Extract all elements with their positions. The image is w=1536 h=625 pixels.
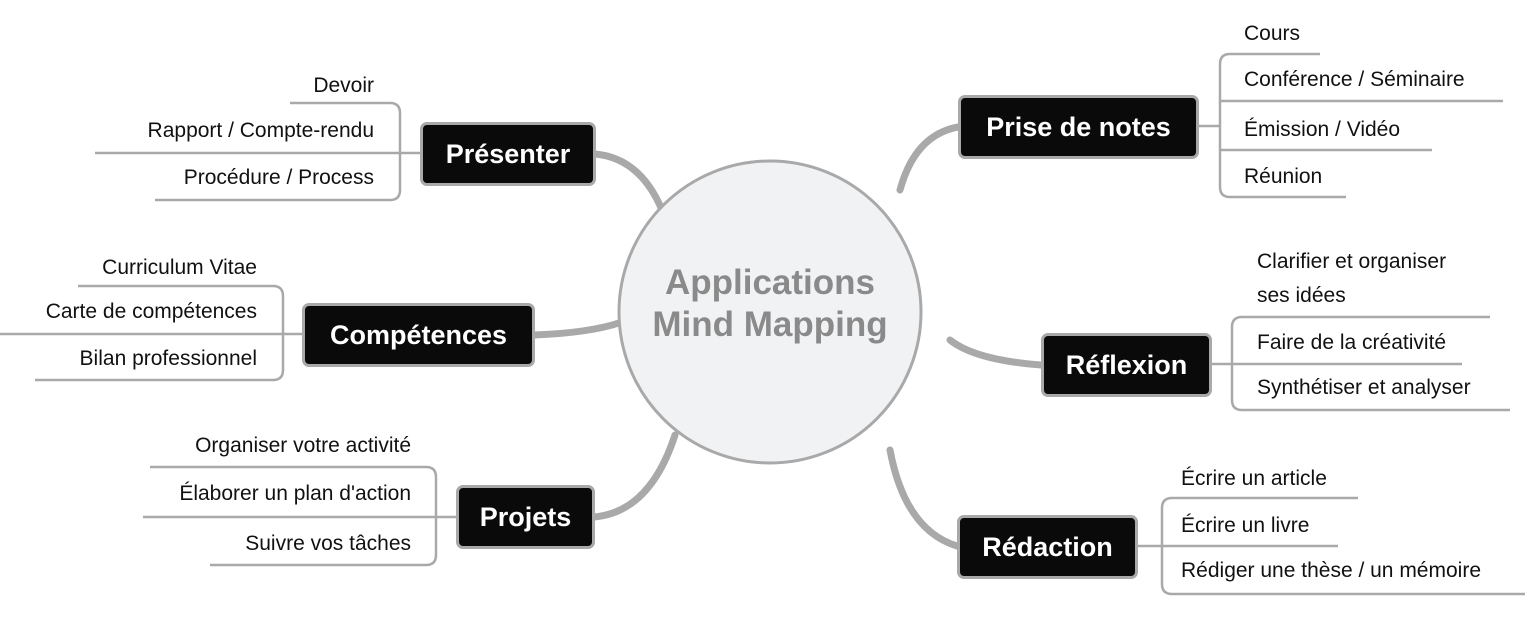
bracket-presenter: [155, 101, 402, 202]
leaf-conference[interactable]: Conférence / Séminaire: [1244, 68, 1465, 91]
leaf-livre[interactable]: Écrire un livre: [1181, 514, 1310, 537]
leaf-bilan[interactable]: Bilan professionnel: [79, 347, 257, 370]
node-reflexion[interactable]: Réflexion: [1041, 333, 1212, 397]
node-competences[interactable]: Compétences: [302, 303, 535, 367]
node-presenter[interactable]: Présenter: [420, 122, 596, 186]
connector-reflexion: [946, 336, 1045, 369]
leaf-clarifier-line2: ses idées: [1257, 284, 1346, 307]
node-redaction[interactable]: Rédaction: [957, 515, 1138, 579]
leaf-plan-action[interactable]: Élaborer un plan d'action: [179, 482, 411, 505]
node-projets[interactable]: Projets: [456, 485, 595, 549]
leaf-clarifier-line1: Clarifier et organiser: [1257, 250, 1447, 273]
leaf-brackets: [0, 52, 1525, 596]
connector-prise-notes: [896, 123, 962, 194]
leaf-emission[interactable]: Émission / Vidéo: [1244, 118, 1401, 141]
leaf-reunion[interactable]: Réunion: [1244, 165, 1323, 188]
leaf-suivre-taches[interactable]: Suivre vos tâches: [245, 532, 411, 555]
connector-competences: [530, 318, 626, 339]
node-prise-de-notes[interactable]: Prise de notes: [958, 95, 1199, 159]
leaf-article[interactable]: Écrire un article: [1181, 467, 1327, 490]
leaf-synthetiser[interactable]: Synthétiser et analyser: [1257, 376, 1471, 399]
central-topic-line2: Mind Mapping: [652, 305, 888, 344]
connector-presenter: [591, 150, 666, 214]
leaf-creativite[interactable]: Faire de la créativité: [1257, 331, 1447, 354]
leaf-procedure[interactable]: Procédure / Process: [183, 166, 374, 189]
central-topic[interactable]: Applications Mind Mapping: [618, 262, 922, 346]
leaf-clarifier[interactable]: Clarifier et organiser ses idées: [1257, 249, 1446, 309]
connector-projets: [590, 431, 679, 521]
connector-redaction: [886, 446, 961, 550]
main-connectors: [530, 123, 1045, 550]
leaf-organiser[interactable]: Organiser votre activité: [195, 434, 411, 457]
central-topic-line1: Applications: [664, 263, 876, 302]
leaf-carte-competences[interactable]: Carte de compétences: [45, 300, 257, 323]
leaf-these[interactable]: Rédiger une thèse / un mémoire: [1181, 559, 1481, 582]
leaf-cv[interactable]: Curriculum Vitae: [102, 256, 257, 279]
leaf-rapport[interactable]: Rapport / Compte-rendu: [147, 119, 374, 142]
center-circle: [617, 159, 923, 465]
leaf-devoir[interactable]: Devoir: [313, 74, 374, 97]
leaf-cours[interactable]: Cours: [1244, 22, 1301, 45]
